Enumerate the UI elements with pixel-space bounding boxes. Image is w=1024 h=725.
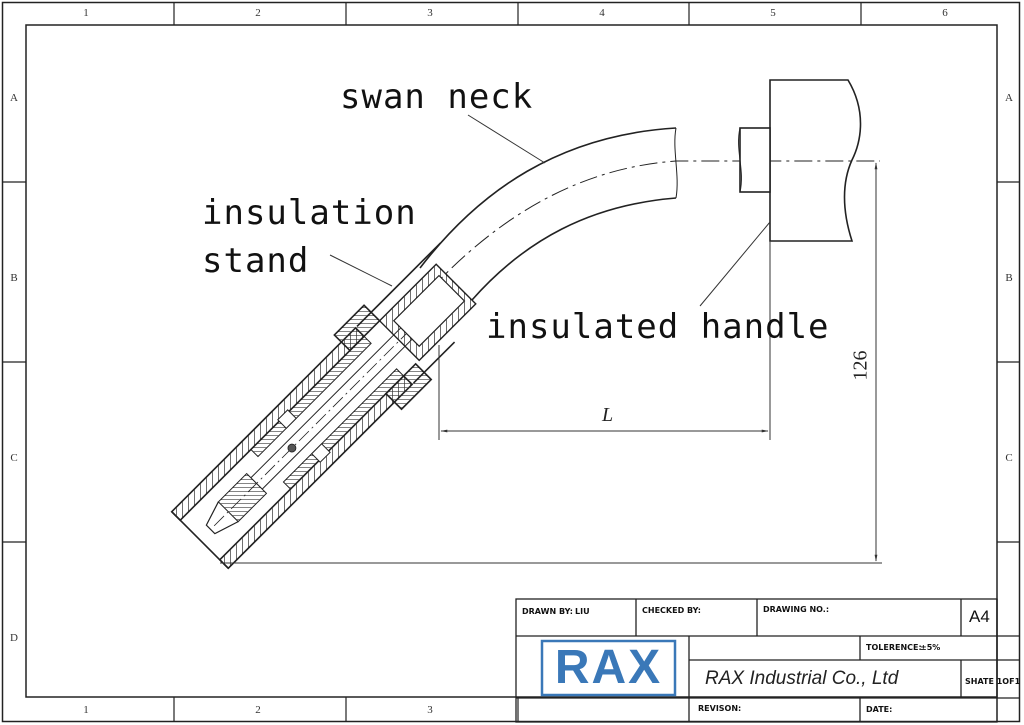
- zone-col-1-bottom: 1: [83, 704, 89, 716]
- leader-lines: [329, 114, 771, 307]
- drawn-by-value: LIU: [575, 607, 590, 616]
- zone-row-b-left: B: [10, 272, 18, 284]
- zone-col-4-top: 4: [599, 7, 605, 19]
- drawn-by-label: DRAWN BY:: [522, 607, 573, 616]
- tolerance-label: TOLERENCE:: [866, 643, 922, 652]
- callout-swan-neck: swan neck: [340, 77, 534, 117]
- zone-col-1-top: 1: [83, 7, 89, 19]
- zone-row-a-left: A: [10, 92, 18, 104]
- callout-insulated-handle: insulated handle: [486, 307, 830, 347]
- checked-by-label: CHECKED BY:: [642, 606, 701, 615]
- zone-col-3-top: 3: [427, 7, 433, 19]
- zone-row-a-right: A: [1005, 92, 1013, 104]
- sheet-number: SHATE 1OF1: [965, 677, 1021, 686]
- callout-insulation-stand-line1: insulation: [202, 193, 417, 233]
- zone-row-b-right: B: [1005, 272, 1013, 284]
- zone-row-c-right: C: [1005, 452, 1013, 464]
- title-block-grid: [515, 598, 1019, 723]
- revision-label: REVISON:: [698, 704, 742, 713]
- zone-row-c-left: C: [10, 452, 18, 464]
- zone-col-2-top: 2: [255, 7, 261, 19]
- zone-col-3-bottom: 3: [427, 704, 433, 716]
- dimension-lines: [220, 162, 882, 564]
- zone-col-2-bottom: 2: [255, 704, 261, 716]
- sheet-size: A4: [969, 607, 990, 626]
- drawing-no-label: DRAWING NO.:: [763, 605, 830, 614]
- rax-logo-text: RAX: [554, 641, 663, 694]
- dimension-126-label: 126: [849, 350, 872, 381]
- tolerance-value: ±5%: [920, 643, 941, 652]
- dimension-l-label: L: [602, 404, 614, 426]
- date-label: DATE:: [866, 705, 893, 714]
- rax-logo: [540, 639, 677, 697]
- torch-neck-drawing: [170, 79, 880, 570]
- zone-col-6-top: 6: [942, 7, 948, 19]
- callout-insulation-stand-line2: stand: [202, 241, 310, 281]
- company-name: RAX Industrial Co., Ltd: [705, 668, 899, 689]
- zone-row-d-left: D: [10, 632, 18, 644]
- zone-col-5-top: 5: [770, 7, 776, 19]
